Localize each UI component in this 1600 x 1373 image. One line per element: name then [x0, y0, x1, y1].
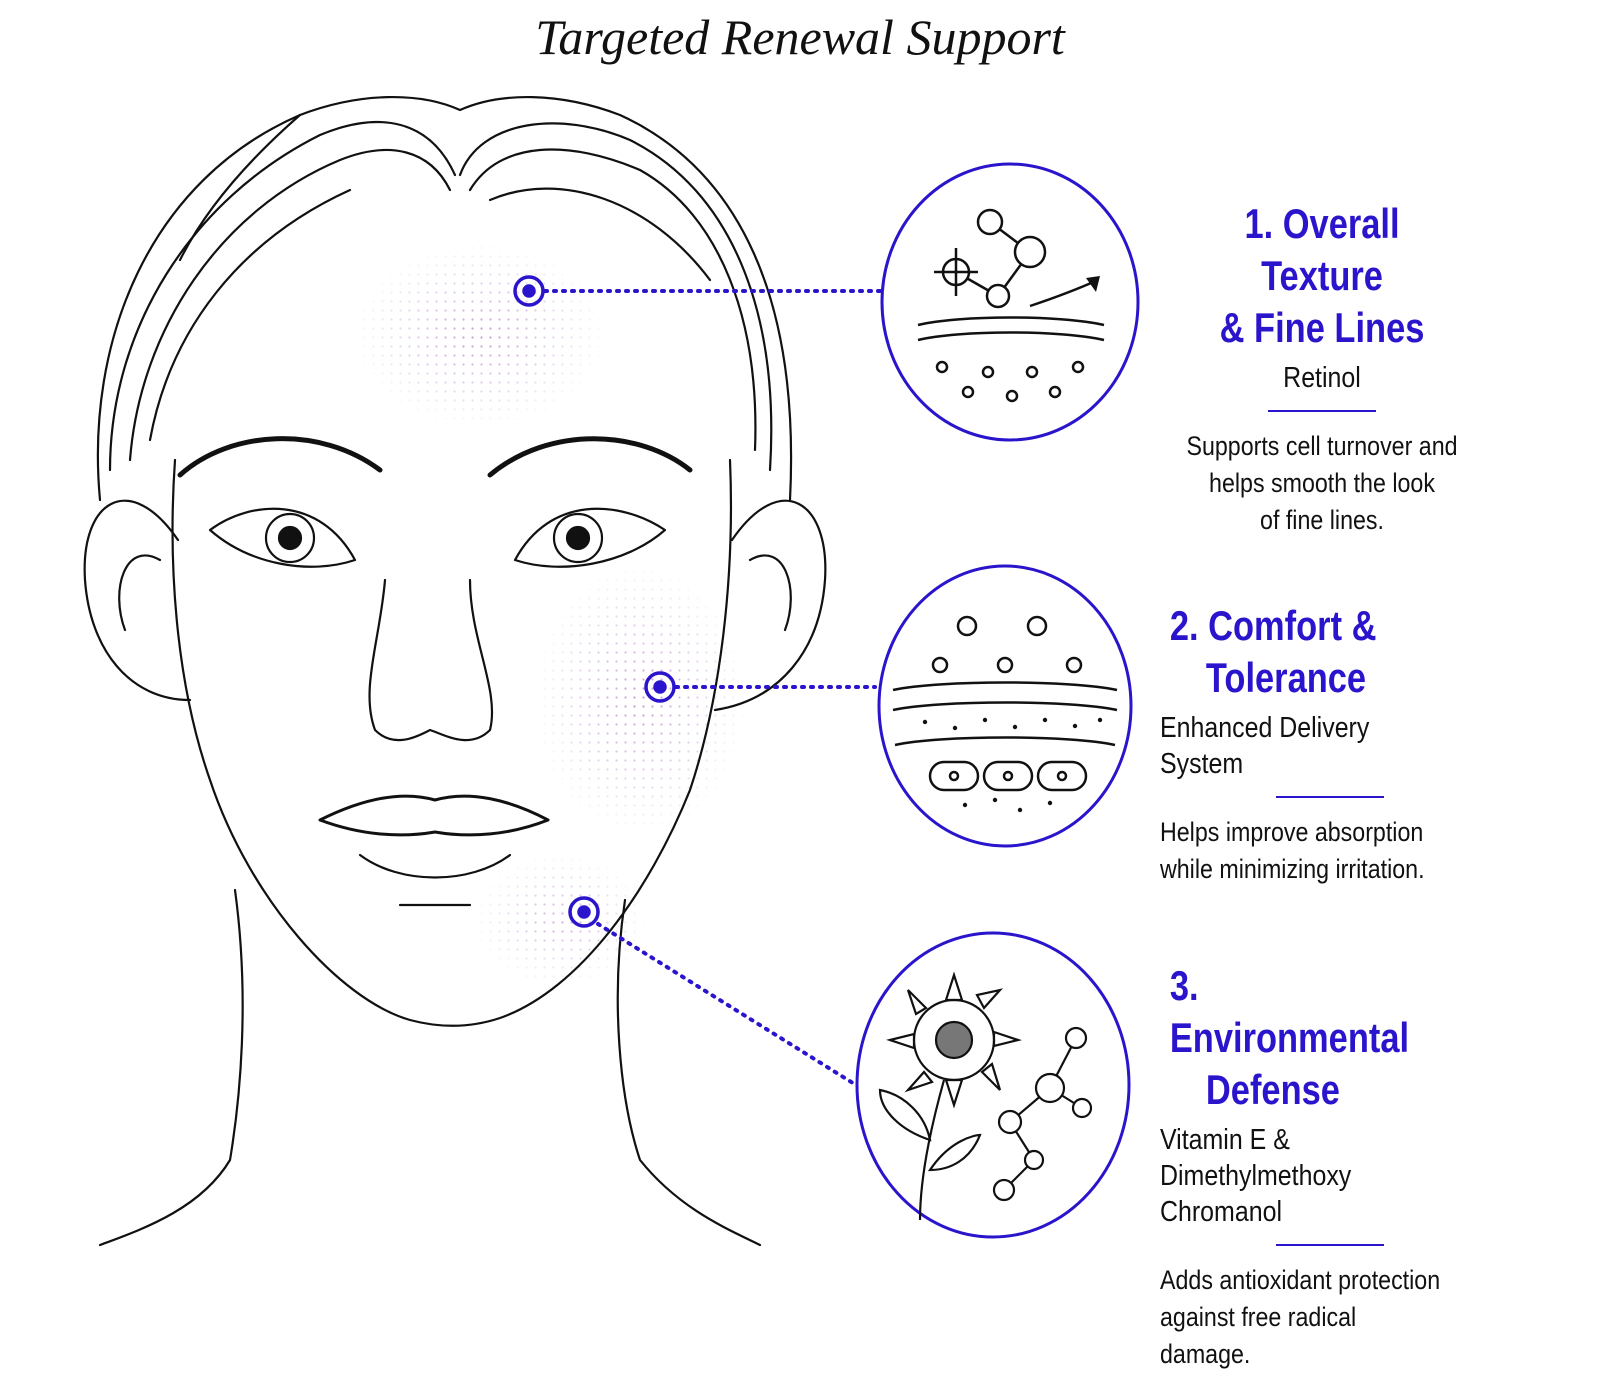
- diagram-title: Targeted Renewal Support: [535, 9, 1065, 65]
- left-eyebrow: [177, 436, 383, 478]
- face-line-art: [83, 95, 827, 1247]
- heading-line: 1. Overall Texture: [1244, 200, 1400, 299]
- zone-description: Adds antioxidant protection against free…: [1160, 1262, 1452, 1373]
- zone-heading: 3. Environmental Defense: [1160, 960, 1439, 1116]
- right-eye: [513, 507, 667, 568]
- nose: [368, 578, 494, 742]
- forehead-texture-zone: [350, 240, 610, 430]
- divider: [1268, 410, 1376, 412]
- right-ear: [713, 499, 827, 712]
- left-ear: [83, 499, 192, 702]
- zone-panel-comfort: 2. Comfort & Tolerance Enhanced Delivery…: [1160, 600, 1500, 888]
- right-eyebrow: [487, 436, 693, 478]
- description-line: against free radical damage.: [1160, 1302, 1357, 1369]
- forehead-target-marker: [513, 275, 545, 307]
- description-line: helps smooth the look: [1209, 468, 1435, 498]
- target-markers: [513, 275, 676, 928]
- zone-heading: 2. Comfort & Tolerance: [1160, 600, 1439, 704]
- face-outline: [171, 458, 733, 1027]
- zone-panel-defense: 3. Environmental Defense Vitamin E & Dim…: [1160, 960, 1500, 1373]
- heading-line: Defense: [1205, 1066, 1340, 1113]
- divider: [1276, 796, 1384, 798]
- jaw-target-marker: [568, 896, 600, 928]
- ingredient-label: Enhanced Delivery System: [1160, 712, 1370, 780]
- zone-description: Supports cell turnover and helps smooth …: [1176, 428, 1468, 539]
- ingredient-line: Vitamin E &: [1160, 1124, 1290, 1156]
- texture-zones: [350, 240, 750, 990]
- divider: [1276, 1244, 1384, 1246]
- zone-panel-texture: 1. Overall Texture & Fine Lines Retinol …: [1152, 198, 1492, 539]
- leader-lines: [543, 289, 882, 1087]
- ingredient-line: Dimethylmethoxy Chromanol: [1160, 1160, 1352, 1228]
- sunflower-molecule-icon: [855, 931, 1131, 1239]
- description-line: Helps improve absorption: [1160, 817, 1424, 847]
- leader-line-3: [596, 922, 858, 1087]
- neck: [98, 888, 244, 1247]
- description-line: while minimizing irritation.: [1160, 854, 1425, 884]
- hair-outline: [96, 95, 793, 502]
- cheek-texture-zone: [530, 560, 750, 840]
- heading-line: Tolerance: [1205, 654, 1367, 701]
- description-line: Adds antioxidant protection: [1160, 1265, 1441, 1295]
- heading-line: 2. Comfort &: [1169, 602, 1377, 649]
- lips: [318, 794, 550, 837]
- zone-heading: 1. Overall Texture & Fine Lines: [1183, 198, 1462, 354]
- zone-description: Helps improve absorption while minimizin…: [1160, 814, 1452, 888]
- molecule-skin-layers-icon: [880, 162, 1140, 442]
- heading-line: & Fine Lines: [1219, 304, 1425, 351]
- ingredient-label: Retinol: [1283, 362, 1361, 394]
- cheek-target-marker: [644, 671, 676, 703]
- description-line: of fine lines.: [1260, 505, 1384, 535]
- delivery-layers-icon: [877, 564, 1133, 848]
- left-eye: [208, 507, 357, 568]
- ingredient-label: Vitamin E & Dimethylmethoxy Chromanol: [1160, 1122, 1452, 1230]
- description-line: Supports cell turnover and: [1186, 431, 1458, 461]
- jaw-texture-zone: [470, 850, 650, 990]
- heading-line: 3. Environmental: [1169, 962, 1410, 1061]
